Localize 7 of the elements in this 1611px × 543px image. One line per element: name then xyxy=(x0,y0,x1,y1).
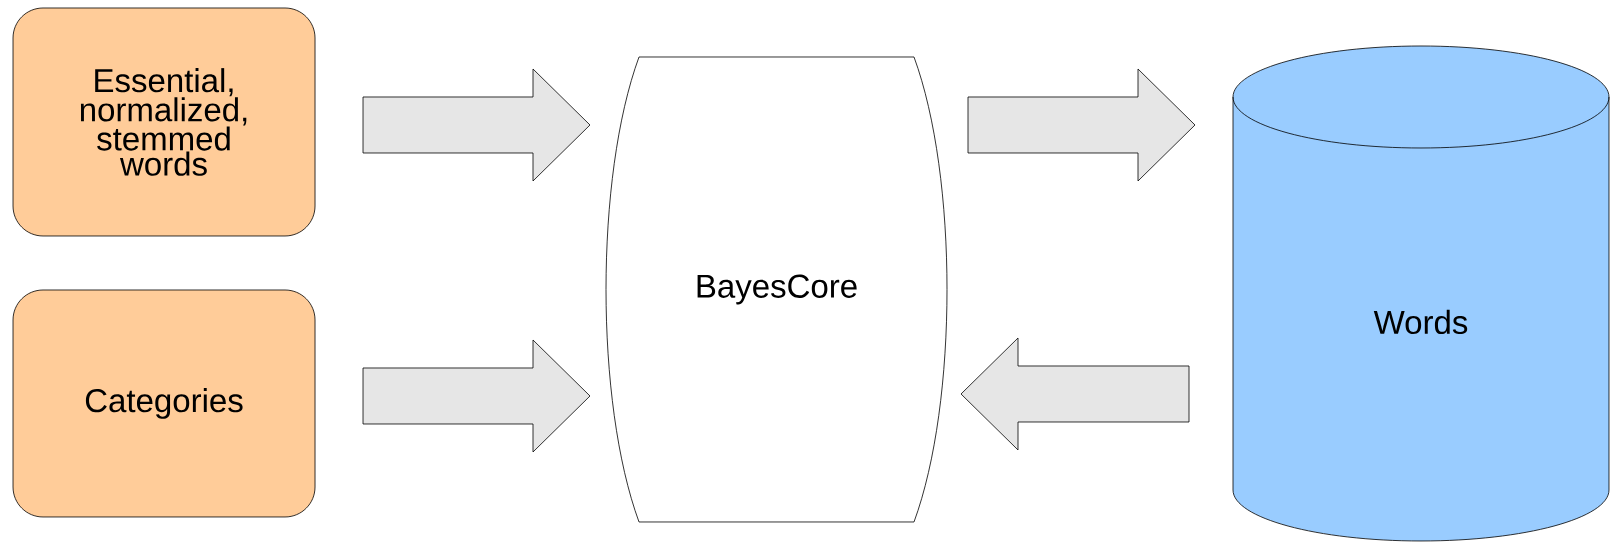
rounded-box: Essential, normalized, stemmed words xyxy=(12,7,316,237)
block-arrow xyxy=(967,68,1196,182)
rounded-box: Categories xyxy=(12,289,316,518)
block-arrow xyxy=(362,339,591,453)
block-arrow xyxy=(960,337,1190,451)
block-arrow xyxy=(362,68,591,182)
database-cylinder: Words xyxy=(1232,45,1610,542)
